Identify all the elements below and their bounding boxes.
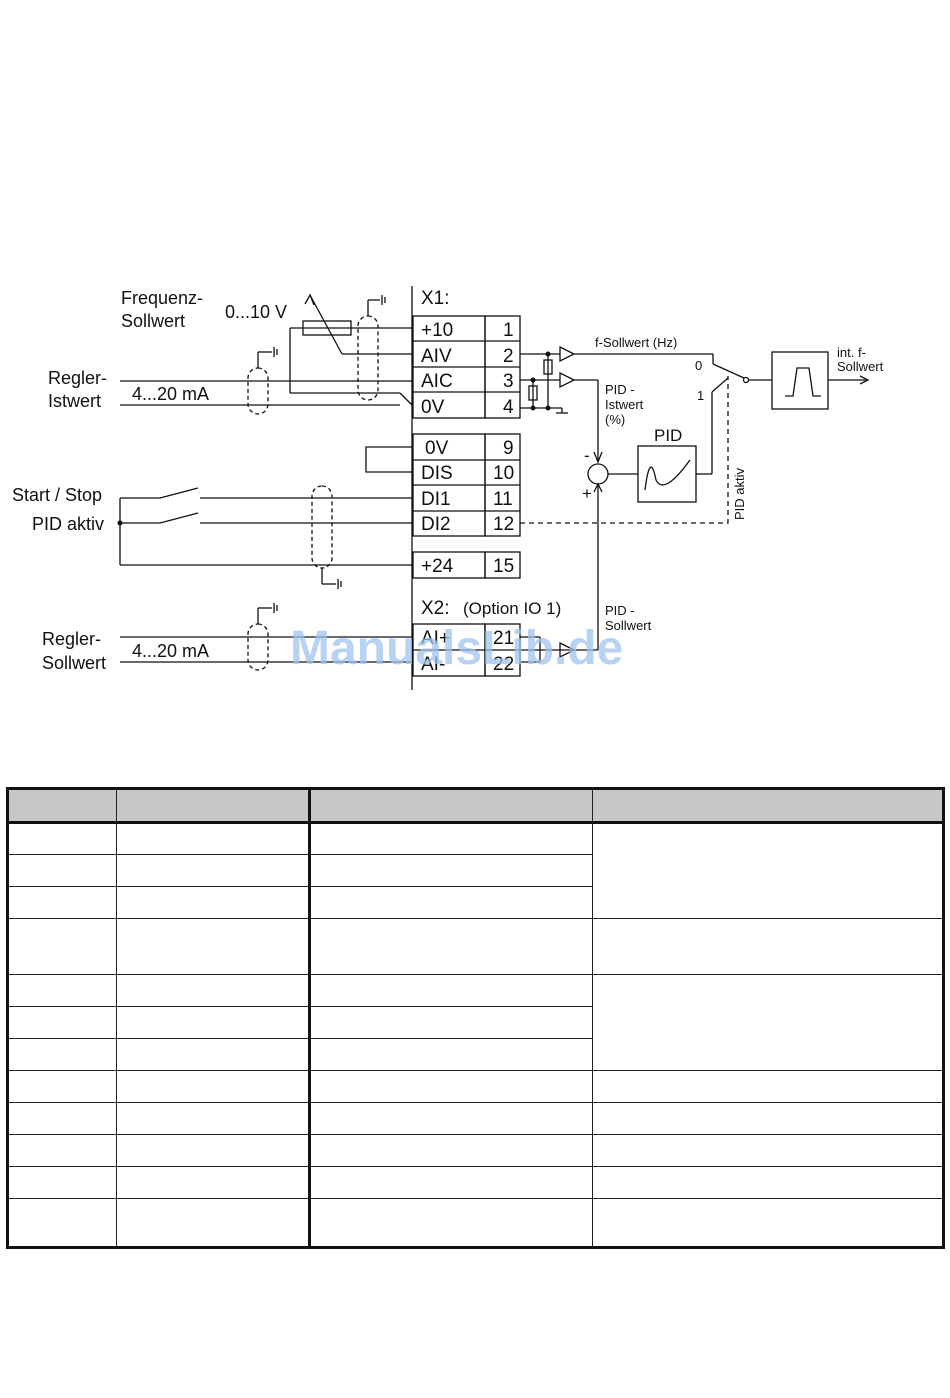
current-ist-label: 4...20 mA xyxy=(132,384,209,404)
regler-istwert-label-1: Regler- xyxy=(48,368,107,388)
terminal-number: 2 xyxy=(503,346,514,367)
table-row xyxy=(7,1198,944,1248)
pid-aktiv-label: PID aktiv xyxy=(32,514,104,534)
f-sollwert-label: f-Sollwert (Hz) xyxy=(595,335,677,350)
pid-istwert-label-2: Istwert xyxy=(605,397,644,412)
watermark: ManualsLib.de xyxy=(290,622,623,675)
terminal-name: AIC xyxy=(421,371,453,392)
table-header-row xyxy=(7,788,944,824)
terminal-name: AI- xyxy=(421,654,445,675)
pid-sollwert-label-2: Sollwert xyxy=(605,618,652,633)
minus-sign: - xyxy=(584,446,590,465)
terminal-number: 11 xyxy=(493,489,513,510)
terminal-number: 3 xyxy=(503,371,514,392)
wiring-diagram: Frequenz- Sollwert 0...10 V Regler- Istw… xyxy=(12,286,884,690)
table-row xyxy=(7,1038,944,1071)
table-row xyxy=(7,1134,944,1167)
table-header-cell xyxy=(308,788,593,824)
regler-istwert-label-2: Istwert xyxy=(48,391,101,411)
table-header-cell xyxy=(7,788,117,824)
switch-1-label: 1 xyxy=(697,388,704,403)
terminal-name: AIV xyxy=(421,346,452,367)
x1-label: X1: xyxy=(421,288,450,309)
terminal-name: +24 xyxy=(421,556,454,577)
terminal-number: 4 xyxy=(503,397,514,418)
x2-option-label: (Option IO 1) xyxy=(463,599,561,618)
current-soll-label: 4...20 mA xyxy=(132,641,209,661)
table-row xyxy=(7,1166,944,1199)
terminal-number: 1 xyxy=(503,320,514,341)
pid-istwert-label-1: PID - xyxy=(605,382,635,397)
pid-aktiv-vertical-label: PID aktiv xyxy=(732,467,747,520)
start-stop-label: Start / Stop xyxy=(12,485,102,505)
switch-0-label: 0 xyxy=(695,358,702,373)
pid-sollwert-label-1: PID - xyxy=(605,603,635,618)
terminal-number: 9 xyxy=(503,438,514,459)
terminal-number: 12 xyxy=(493,514,514,535)
terminal-number: 10 xyxy=(493,463,514,484)
data-table xyxy=(6,787,945,1249)
terminal-number: 22 xyxy=(493,654,514,675)
table-header-cell xyxy=(592,788,944,824)
terminal-number: 21 xyxy=(493,628,514,649)
plus-sign: + xyxy=(582,484,592,503)
voltage-label: 0...10 V xyxy=(225,302,287,322)
x2-label: X2: xyxy=(421,598,450,619)
terminal-number: 15 xyxy=(493,556,514,577)
int-f-label-2: Sollwert xyxy=(837,359,884,374)
terminal-name: DI1 xyxy=(421,489,451,510)
terminal-name: +10 xyxy=(421,320,453,341)
table-row xyxy=(7,1070,944,1103)
int-f-label-1: int. f- xyxy=(837,345,866,360)
pid-istwert-label-3: (%) xyxy=(605,412,625,427)
table-row xyxy=(7,822,944,919)
table-row xyxy=(7,886,944,919)
freq-label-2: Sollwert xyxy=(121,311,185,331)
pid-block-label: PID xyxy=(654,426,682,445)
terminal-name: AI+ xyxy=(421,628,450,649)
terminal-name: 0V xyxy=(421,397,445,418)
table-row xyxy=(7,974,944,1071)
freq-label-1: Frequenz- xyxy=(121,288,203,308)
table-row xyxy=(7,1006,944,1039)
terminal-name: DIS xyxy=(421,463,453,484)
regler-sollwert-label-2: Sollwert xyxy=(42,653,106,673)
terminal-name: DI2 xyxy=(421,514,451,535)
terminal-name: 0V xyxy=(425,438,449,459)
regler-sollwert-label-1: Regler- xyxy=(42,629,101,649)
table-header-cell xyxy=(116,788,310,824)
table-row xyxy=(7,854,944,887)
table-row xyxy=(7,1102,944,1135)
table-row xyxy=(7,918,944,975)
